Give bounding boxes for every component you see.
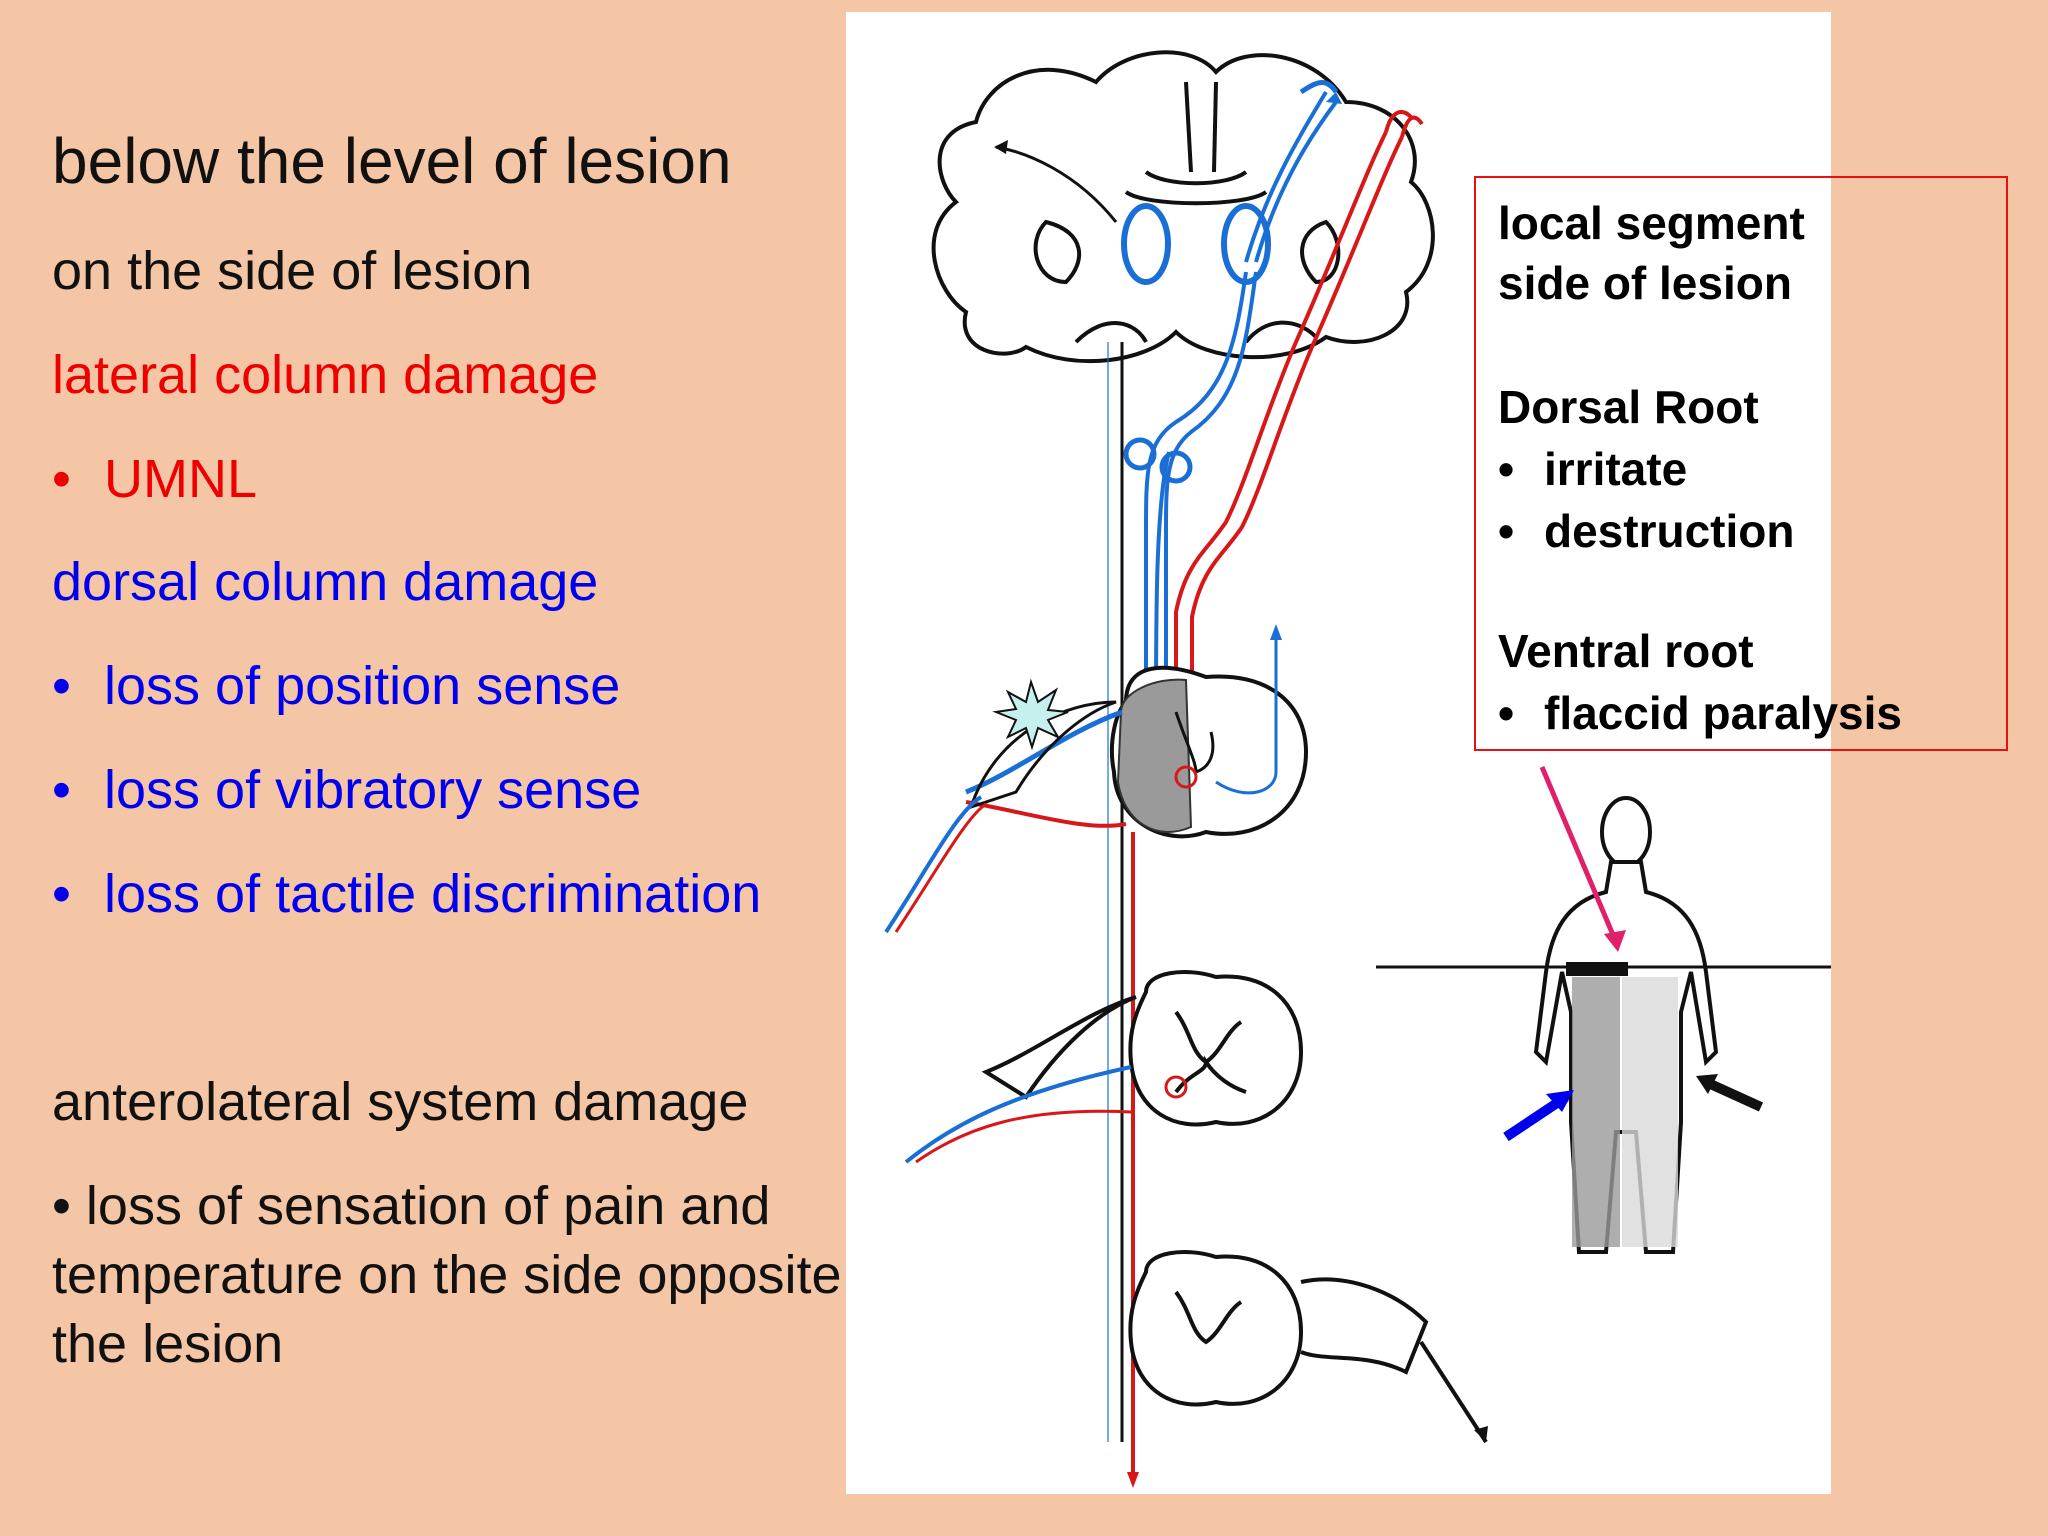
- lesion-star-icon: [992, 678, 1069, 751]
- box-line-local: local segment: [1498, 197, 1805, 249]
- dorsal-root-title: Dorsal Root: [1498, 381, 1759, 433]
- spinal-section-lower: [1128, 1250, 1488, 1444]
- pink-arrow: [1539, 766, 1619, 943]
- cortex-arrow-left: [995, 145, 1118, 223]
- bullet-icon: •: [1498, 443, 1515, 495]
- red-arrow-down: [1127, 1472, 1139, 1488]
- bullet-icon: •: [52, 656, 71, 716]
- box-line-side: side of lesion: [1498, 257, 1792, 309]
- bullet-icon: •: [52, 760, 71, 820]
- lesion-band: [1566, 962, 1628, 976]
- brain-section: [931, 50, 1435, 364]
- brainstem-loops: [1123, 437, 1193, 484]
- ventral-root-title: Ventral root: [1498, 625, 1754, 677]
- bullet-icon: •: [52, 864, 71, 924]
- dorsal-root-item: •irritate: [1498, 443, 1688, 495]
- dorsal-item: •loss of position sense: [52, 656, 621, 716]
- anterolateral-line: • loss of sensation of pain and: [52, 1176, 771, 1236]
- anterolateral-line: the lesion: [52, 1314, 284, 1374]
- ventral-root-item: •flaccid paralysis: [1498, 687, 1902, 739]
- lateral-item: •UMNL: [52, 449, 258, 509]
- black-arrow-icon: [1703, 1077, 1764, 1112]
- bullet-icon: •: [1498, 505, 1515, 557]
- pathway-diagram: [884, 50, 1831, 1488]
- dorsal-column-title: dorsal column damage: [52, 552, 599, 612]
- anterolateral-title: anterolateral system damage: [52, 1072, 749, 1132]
- spinal-section-middle: [981, 970, 1304, 1127]
- dorsal-item: •loss of vibratory sense: [52, 760, 642, 820]
- spinal-section-upper: [884, 624, 1309, 934]
- dorsal-item: •loss of tactile discrimination: [52, 864, 762, 924]
- thalamus-loops: [1121, 203, 1271, 285]
- lateral-column-tract: [1131, 110, 1424, 1482]
- side-label: on the side of lesion: [52, 241, 533, 301]
- neuroanatomy-figure: [846, 12, 1831, 1494]
- lateral-column-title: lateral column damage: [52, 345, 599, 405]
- page-title: below the level of lesion: [52, 125, 732, 197]
- anterolateral-line: temperature on the side opposite: [52, 1245, 842, 1305]
- bullet-icon: •: [1498, 687, 1515, 739]
- body-shaded-left: [1572, 977, 1620, 1247]
- local-segment-box: local segment side of lesion Dorsal Root…: [1474, 176, 2008, 751]
- bullet-icon: •: [52, 449, 71, 509]
- body-dotted-right: [1622, 977, 1678, 1247]
- dorsal-root-item: •destruction: [1498, 505, 1795, 557]
